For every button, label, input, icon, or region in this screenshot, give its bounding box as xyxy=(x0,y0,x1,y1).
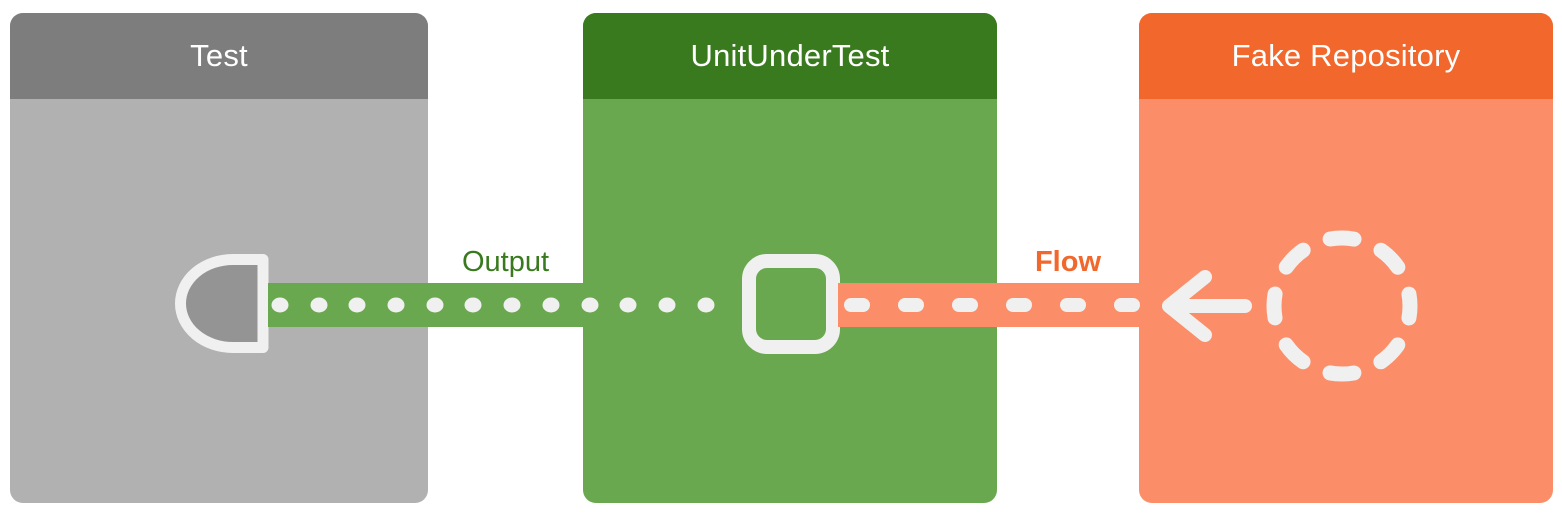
box-unit-under-test-title: UnitUnderTest xyxy=(690,38,890,73)
output-connection-label: Output xyxy=(461,246,550,278)
box-test: Test xyxy=(10,13,428,503)
box-unit-under-test-header: UnitUnderTest xyxy=(583,13,997,99)
box-fake-repository: Fake Repository xyxy=(1139,13,1553,503)
box-test-header: Test xyxy=(10,13,428,99)
flow-connection-label: Flow xyxy=(1034,246,1102,278)
box-test-title: Test xyxy=(190,38,248,73)
box-unit-under-test: UnitUnderTest xyxy=(583,13,997,503)
box-fake-repository-header: Fake Repository xyxy=(1139,13,1553,99)
box-fake-repository-title: Fake Repository xyxy=(1231,38,1461,73)
